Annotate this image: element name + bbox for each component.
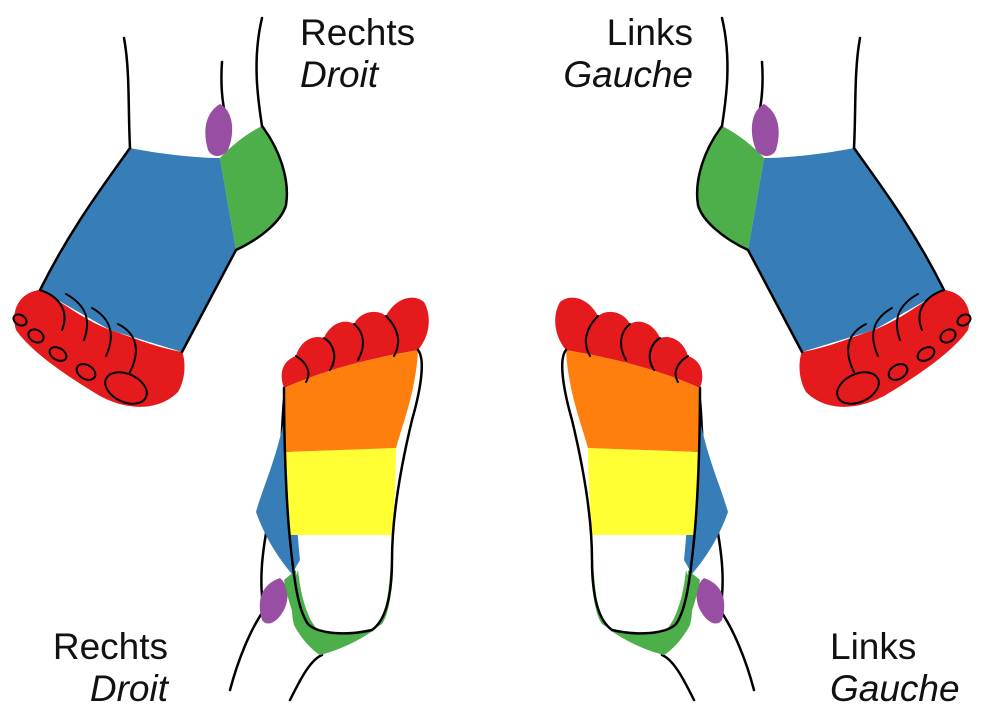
label-top-right-foot: Rechts Droit [300, 12, 415, 96]
left-foot-dorsal-ankle-zone [752, 104, 779, 156]
right-foot-dorsal-leg-outline-2 [257, 18, 262, 126]
label-bottom-left-foot-line1: Links [830, 626, 960, 668]
label-top-left-foot-line1: Links [563, 12, 693, 54]
label-bottom-right-foot: Rechts Droit [53, 626, 168, 710]
label-top-left-foot: Links Gauche [563, 12, 693, 96]
label-top-right-foot-line2: Droit [300, 54, 415, 96]
right-foot-dorsal-ankle-zone [205, 104, 232, 156]
right-foot-dorsal-leg-outline [124, 38, 130, 148]
left-foot-plantar [555, 298, 754, 700]
left-foot-plantar-ankle-zone [697, 578, 725, 623]
label-bottom-left-foot: Links Gauche [830, 626, 960, 710]
label-bottom-right-foot-line1: Rechts [53, 626, 168, 668]
label-bottom-left-foot-line2: Gauche [830, 668, 960, 710]
right-foot-plantar-ankle-zone [260, 578, 288, 623]
right-foot-dorsal [11, 18, 286, 410]
left-foot-plantar-midfoot-zone [588, 448, 700, 535]
right-foot-plantar [230, 298, 429, 700]
left-foot-dorsal [697, 18, 972, 410]
right-foot-plantar-leg-outline-2 [290, 655, 322, 700]
label-top-right-foot-line1: Rechts [300, 12, 415, 53]
label-bottom-right-foot-line2: Droit [53, 668, 168, 710]
label-top-left-foot-line2: Gauche [563, 54, 693, 96]
right-foot-plantar-midfoot-zone [284, 448, 396, 535]
